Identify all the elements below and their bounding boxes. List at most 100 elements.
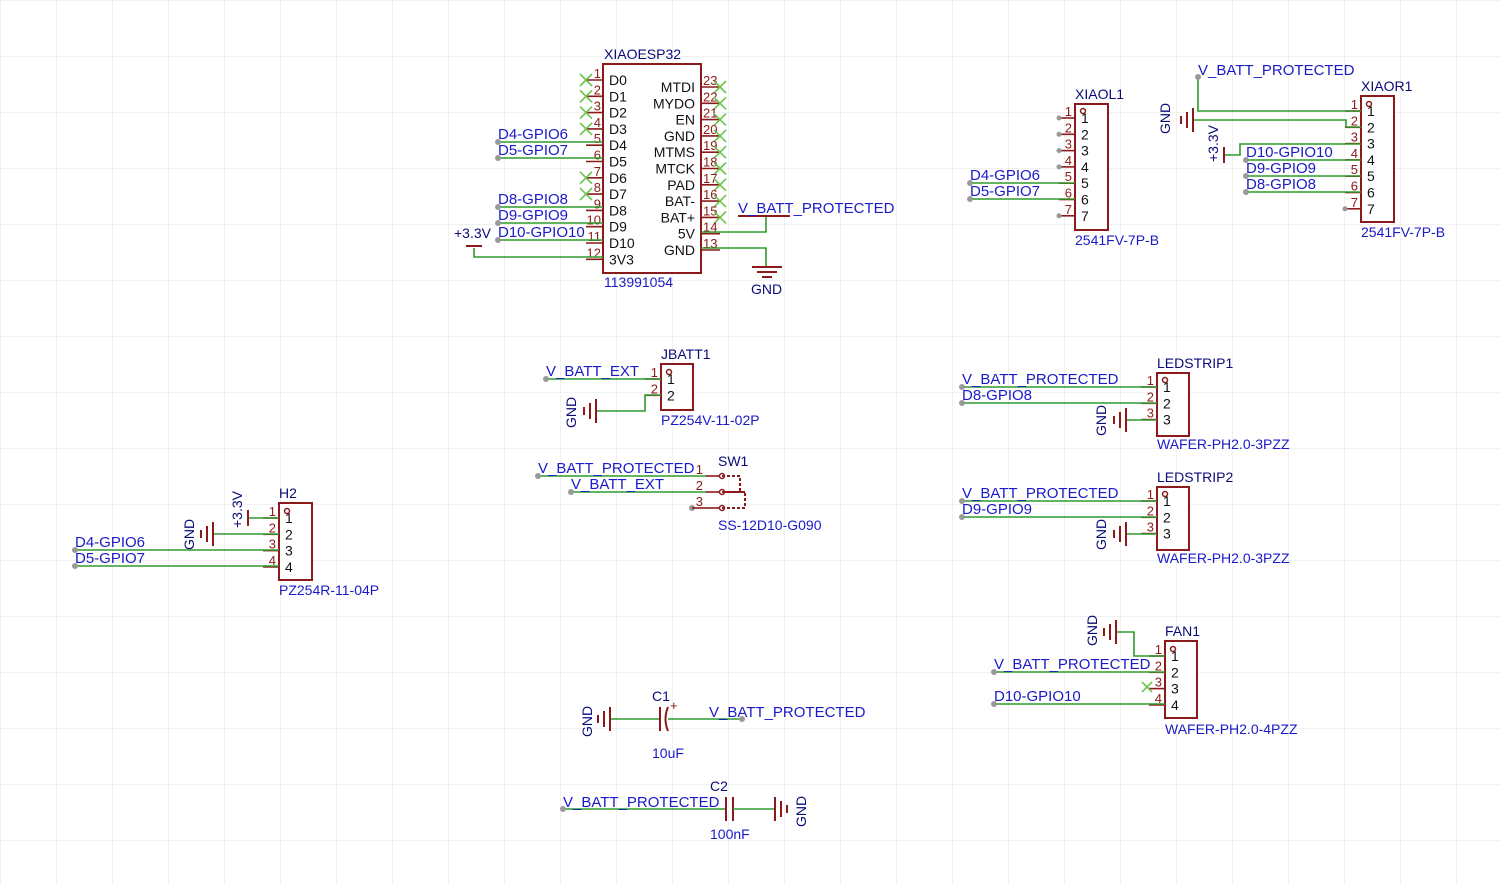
net-endpoint [959,514,965,520]
net-label-v-batt-protected[interactable]: V_BATT_PROTECTED [962,485,1119,502]
net-label-d10-gpio10[interactable]: D10-GPIO10 [994,688,1081,705]
pin-number: 11 [588,229,602,244]
net-label-d5-gpio7[interactable]: D5-GPIO7 [970,183,1040,200]
net-endpoint [1195,74,1201,80]
pin-name: 3 [1163,412,1171,428]
no-connect-marker [1141,681,1153,693]
xiaol1-body[interactable] [1074,103,1109,231]
no-connect-marker [713,129,727,143]
c2-value: 100nF [710,826,750,842]
net-label-d10-gpio10[interactable]: D10-GPIO10 [498,224,585,241]
pin-number: 2 [1147,389,1154,404]
pin-name: D8 [609,202,627,218]
no-connect-marker [713,178,727,192]
wire-xiaor1-p2 [1193,119,1361,128]
net-label-d9-gpio9[interactable]: D9-GPIO9 [498,207,568,224]
net-endpoint [739,716,745,722]
pin1-marker [1161,490,1169,498]
pin-number: 2 [651,381,658,396]
net-label-v-batt-protected[interactable]: V_BATT_PROTECTED [962,371,1119,388]
no-connect-marker [579,73,593,87]
pin-number: 4 [1155,691,1162,706]
net-label-d4-gpio6[interactable]: D4-GPIO6 [498,126,568,143]
pin1-marker [665,368,673,376]
power-label-3v3: +3.3V [229,490,245,528]
xiaoesp32-body[interactable] [602,63,702,274]
ledstrip2-body[interactable] [1156,486,1190,551]
net-label-d8-gpio8[interactable]: D8-GPIO8 [498,191,568,208]
pin1-marker [283,507,291,515]
pin-number: 3 [269,537,276,552]
pin-number: 2 [1155,658,1162,673]
net-label-d4-gpio6[interactable]: D4-GPIO6 [75,534,145,551]
wire-3v3 [473,248,603,258]
pin-number: 1 [269,504,276,519]
c1-ref: C1 [652,688,670,704]
jbatt1-body[interactable] [660,363,694,411]
net-endpoint [568,489,574,495]
net-label-v-batt-protected[interactable]: V_BATT_PROTECTED [738,200,895,217]
pin-name: D9 [609,219,627,235]
net-label-v-batt-protected[interactable]: V_BATT_PROTECTED [1198,62,1355,79]
pin-name: 1 [1367,103,1375,119]
pin-name: 5 [1081,175,1089,191]
net-label-v-batt-ext[interactable]: V_BATT_EXT [571,476,664,493]
pin-number: 3 [696,494,703,509]
pin-name: EN [676,112,695,128]
h2-body[interactable] [278,502,313,581]
fan1-value: WAFER-PH2.0-4PZZ [1165,721,1298,737]
fan1-body[interactable] [1164,640,1198,719]
net-label-v-batt-protected[interactable]: V_BATT_PROTECTED [709,704,866,721]
net-label-v-batt-ext[interactable]: V_BATT_EXT [546,363,639,380]
no-connect-marker [713,80,727,94]
xiaol1-ref: XIAOL1 [1075,86,1124,102]
pin-name: 2 [1171,664,1179,680]
no-connect-marker [713,96,727,110]
pin-name: 2 [667,387,675,403]
c1-component[interactable]: C1 + V_BATT_PROTECTED GND 10uF [579,688,866,761]
no-connect-marker [579,187,593,201]
no-connect-marker [713,210,727,224]
net-label-d10-gpio10[interactable]: D10-GPIO10 [1246,144,1333,161]
power-label-gnd: GND [1084,615,1100,646]
net-label-d5-gpio7[interactable]: D5-GPIO7 [75,550,145,567]
ledstrip1-ref: LEDSTRIP1 [1157,355,1233,371]
xiaor1-body[interactable] [1360,95,1395,223]
pin-name: MTCK [655,161,695,177]
sw1-component[interactable]: SW1 123 SS-12D10-G090 V_BATT_PROTECTED V… [535,453,822,533]
no-connect-marker [713,161,727,176]
net-label-d4-gpio6[interactable]: D4-GPIO6 [970,167,1040,184]
net-label-d5-gpio7[interactable]: D5-GPIO7 [498,142,568,159]
net-label-v-batt-protected[interactable]: V_BATT_PROTECTED [563,794,720,811]
net-endpoint [495,237,501,243]
ledstrip1-body[interactable] [1156,372,1190,437]
pin-number: 1 [1351,97,1358,112]
sw1-contact-3 [722,493,746,509]
net-endpoint [1243,157,1249,163]
net-label-v-batt-protected[interactable]: V_BATT_PROTECTED [538,460,695,477]
net-endpoint [1243,173,1249,179]
no-connect-marker [579,171,593,185]
pin-name: 2 [1367,119,1375,135]
no-connect-marker [713,145,727,159]
pin-number: 1 [696,462,703,477]
pin-number: 18 [703,155,717,170]
pin-number: 17 [703,171,717,186]
net-label-d9-gpio9[interactable]: D9-GPIO9 [1246,160,1316,177]
pin-name: MYDO [653,95,695,111]
net-label-d9-gpio9[interactable]: D9-GPIO9 [962,501,1032,518]
net-label-v-batt-protected[interactable]: V_BATT_PROTECTED [994,656,1151,673]
c2-component[interactable]: C2 V_BATT_PROTECTED GND 100nF [560,778,809,842]
net-label-d8-gpio8[interactable]: D8-GPIO8 [1246,176,1316,193]
net-label-d8-gpio8[interactable]: D8-GPIO8 [962,387,1032,404]
